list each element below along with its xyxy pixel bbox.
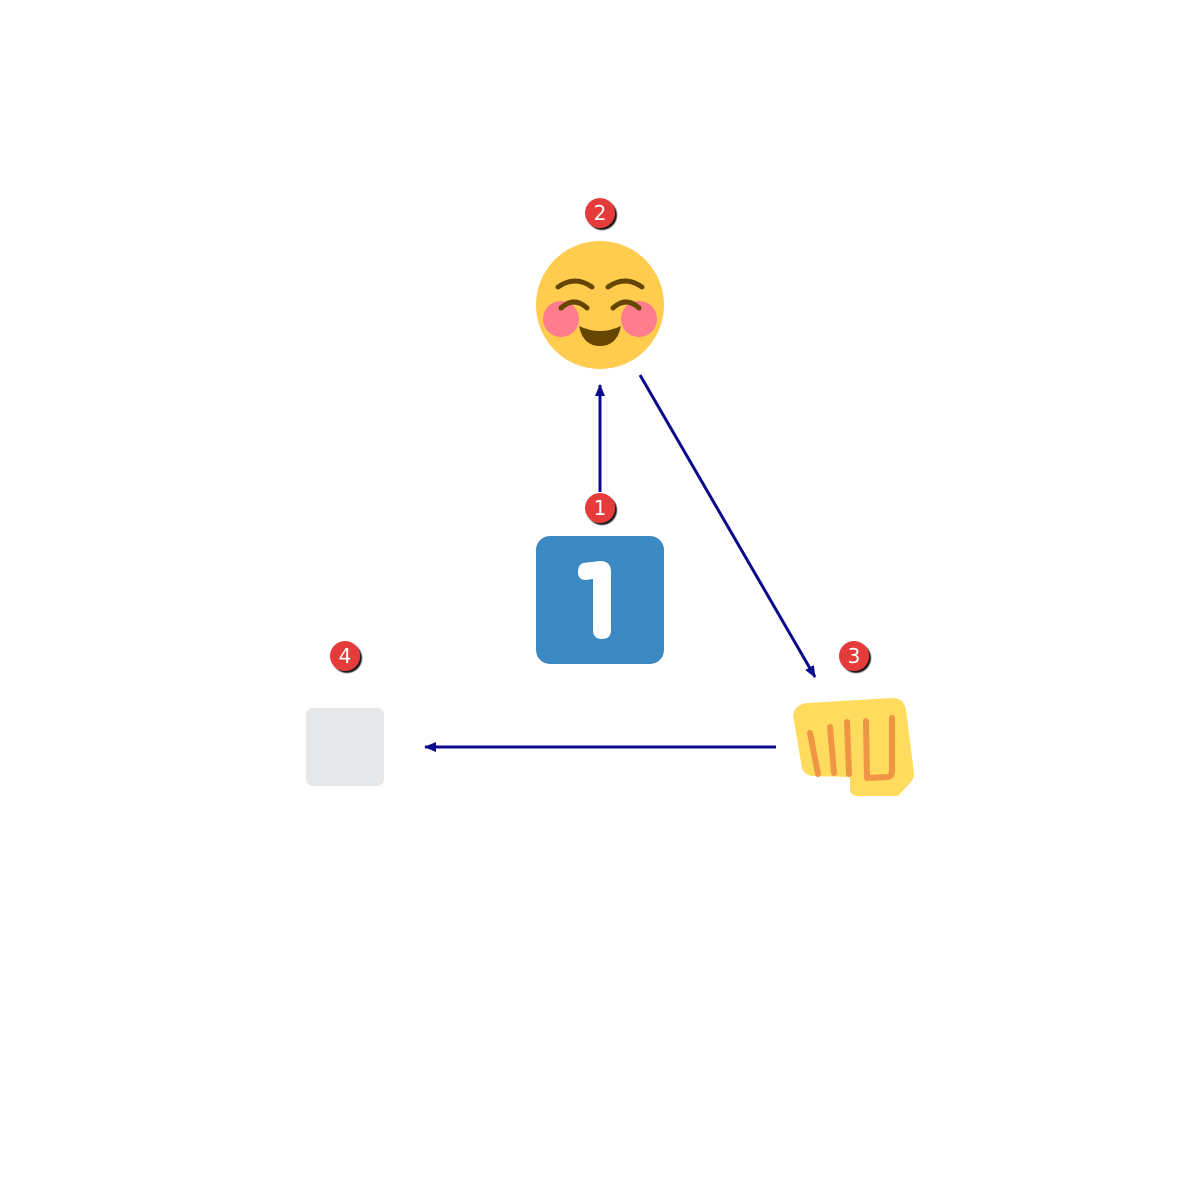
node-2-badge: 2 [585, 198, 615, 228]
node-1-badge: 1 [585, 493, 615, 523]
node-1-badge-label: 1 [594, 496, 607, 520]
keycap-digit-one-icon [536, 536, 664, 664]
node-3-badge-label: 3 [848, 644, 861, 668]
node-4-badge: 4 [330, 641, 360, 671]
node-4-badge-label: 4 [339, 644, 352, 668]
node-2-badge-label: 2 [594, 201, 607, 225]
smiling-face-with-smiling-eyes-icon [536, 241, 664, 369]
node-2 [536, 241, 664, 369]
node-4 [306, 708, 384, 786]
edge-2-to-3 [638, 374, 817, 678]
node-3 [793, 698, 914, 796]
node-1 [536, 536, 664, 664]
node-3-badge: 3 [839, 641, 869, 671]
oncoming-fist-icon [793, 698, 914, 796]
blank-square-icon [306, 708, 384, 786]
